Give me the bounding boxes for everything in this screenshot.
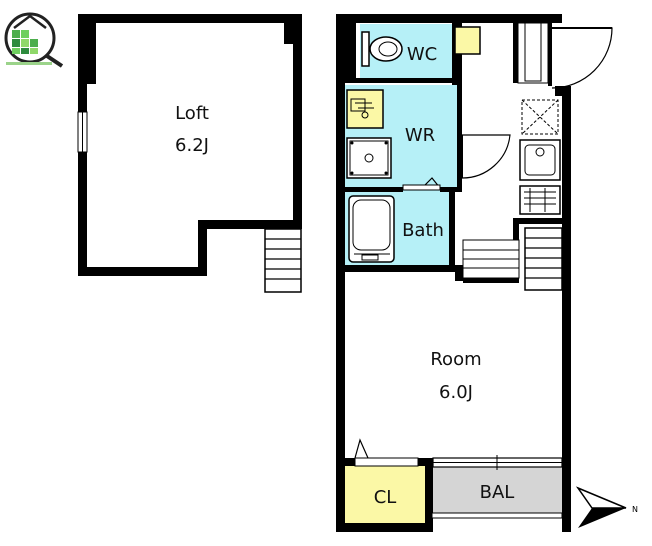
- balcony-area: [432, 467, 562, 513]
- loft-ladder: [264, 228, 302, 293]
- stairs-icon: [462, 227, 563, 291]
- kitchen-icon: [518, 96, 562, 218]
- wr-label: WR: [405, 125, 435, 146]
- loft-size: 6.2J: [175, 135, 209, 156]
- room-name: Room: [430, 349, 481, 370]
- closet-area: [345, 466, 425, 528]
- wc-label: WC: [407, 44, 437, 65]
- bath-label: Bath: [402, 220, 444, 241]
- main-unit: [336, 14, 613, 532]
- washer-pan-icon: [346, 137, 392, 179]
- room-size: 6.0J: [439, 382, 473, 403]
- entrance-door: [517, 14, 613, 89]
- loft-name: Loft: [175, 103, 209, 124]
- vanity-icon: [346, 89, 384, 129]
- bathtub-icon: [348, 195, 395, 263]
- pipe-space: [454, 26, 481, 55]
- north-arrow-icon: N: [575, 486, 638, 528]
- balcony-window: [432, 455, 563, 470]
- closet-door: [354, 438, 419, 467]
- closet-label: CL: [374, 487, 397, 508]
- logo-icon: [4, 12, 64, 68]
- north-label: N: [632, 505, 638, 514]
- wr-door: [461, 134, 511, 179]
- loft-area: [77, 14, 302, 293]
- toilet-icon: [361, 31, 403, 67]
- balcony-label: BAL: [480, 482, 515, 503]
